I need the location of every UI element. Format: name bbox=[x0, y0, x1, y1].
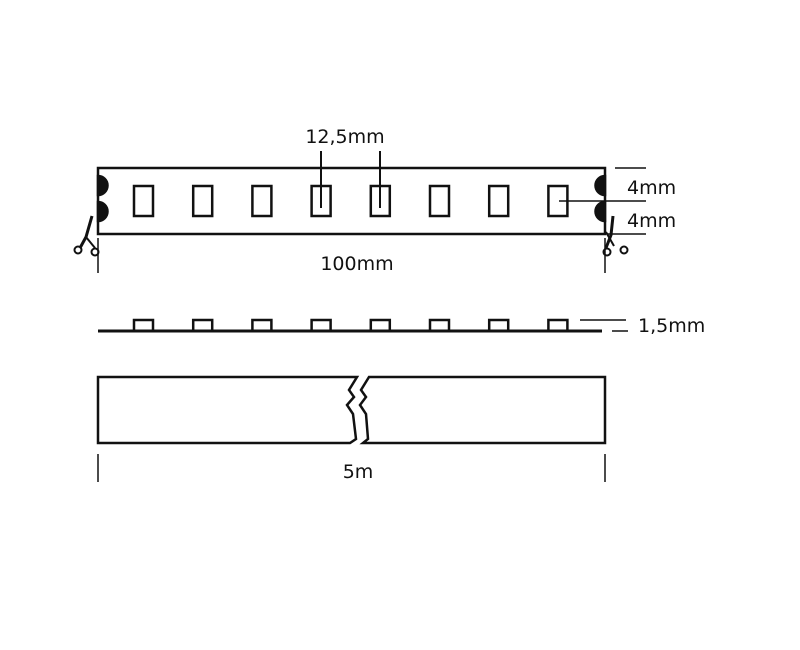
side-view-leds bbox=[132, 318, 569, 333]
side-led-chip bbox=[369, 318, 392, 333]
led-chips bbox=[132, 184, 569, 218]
reel-right-part bbox=[358, 375, 607, 445]
led-chip bbox=[132, 184, 155, 218]
strip-top-view bbox=[96, 166, 607, 236]
width-bottom-label: 4mm bbox=[627, 210, 676, 232]
scissors-icon-right bbox=[602, 215, 629, 257]
side-led-chip bbox=[547, 318, 569, 333]
side-led-chip bbox=[310, 318, 332, 333]
led-chip bbox=[428, 184, 451, 218]
side-led-chip bbox=[251, 318, 273, 333]
led-chip bbox=[251, 184, 273, 218]
width-top-label: 4mm bbox=[627, 177, 676, 199]
side-led-chip bbox=[132, 318, 155, 333]
solder-pad-left-top bbox=[96, 174, 109, 197]
led-chip bbox=[487, 184, 510, 218]
pitch-label: 12,5mm bbox=[305, 126, 384, 148]
side-led-chip bbox=[487, 318, 510, 333]
reel-left-part bbox=[96, 375, 360, 445]
solder-pad-left-bottom bbox=[96, 200, 109, 223]
segment-length-label: 100mm bbox=[320, 253, 393, 275]
side-led-chip bbox=[428, 318, 451, 333]
side-led-chip bbox=[191, 318, 214, 333]
solder-pad-right-top bbox=[594, 174, 607, 197]
solder-pad-right-bottom bbox=[594, 200, 607, 223]
total-length-label: 5m bbox=[343, 461, 374, 483]
led-chip bbox=[191, 184, 214, 218]
height-label: 1,5mm bbox=[638, 315, 705, 337]
scissors-icon-left bbox=[73, 215, 100, 257]
